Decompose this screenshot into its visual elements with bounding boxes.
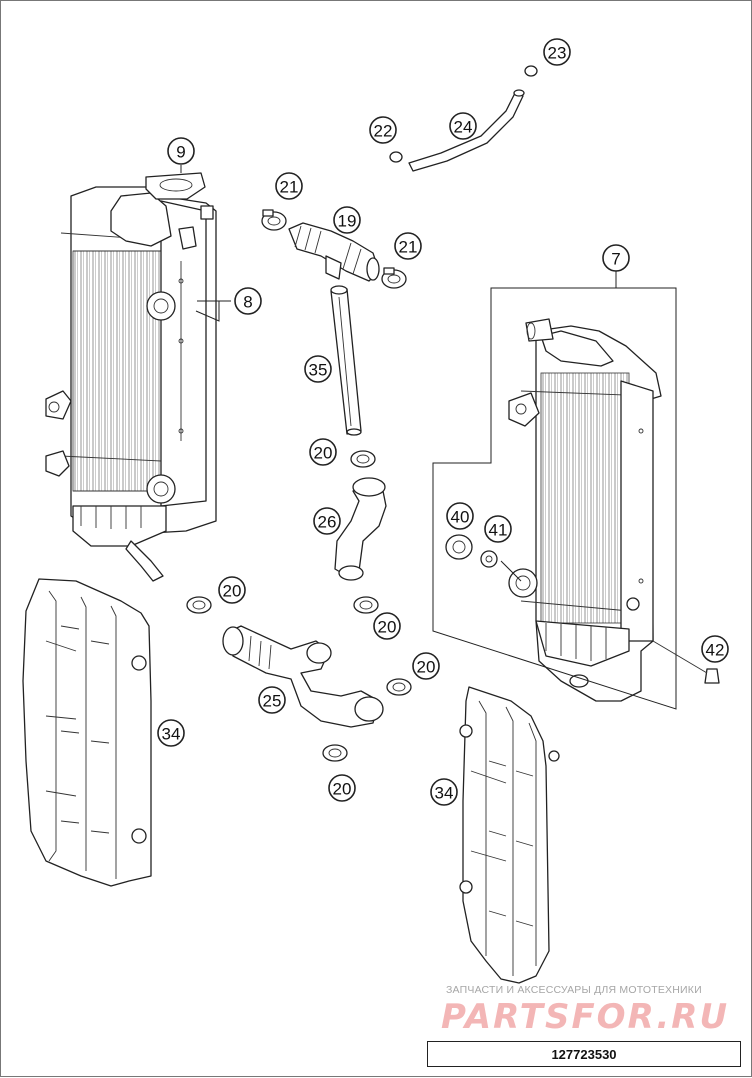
right-radiator: [508, 318, 662, 702]
callout-20-right: 20: [412, 652, 440, 680]
svg-text:20: 20: [333, 780, 352, 799]
callout-40: 40: [446, 502, 474, 530]
callout-41: 41: [484, 515, 512, 543]
svg-text:19: 19: [338, 212, 357, 231]
watermark-logo: PARTSFOR.RU: [441, 997, 730, 1037]
callout-20-left: 20: [218, 576, 246, 604]
svg-text:41: 41: [489, 521, 508, 540]
callout-20-mid: 20: [373, 612, 401, 640]
callout-23: 23: [543, 38, 571, 66]
callout-8: 8: [234, 287, 262, 315]
washer-axis-line: [500, 560, 522, 582]
hose-clamp-22: [389, 151, 403, 163]
callout-20-upper: 20: [309, 438, 337, 466]
left-radiator: [45, 172, 217, 582]
svg-text:34: 34: [162, 725, 181, 744]
hose-35: [330, 285, 362, 436]
hose-splitter-19: [288, 222, 380, 282]
svg-text:35: 35: [309, 361, 328, 380]
callout-35: 35: [304, 355, 332, 383]
svg-text:42: 42: [706, 641, 725, 660]
callout-34-right: 34: [430, 778, 458, 806]
hose-clamp-20-mid: [353, 596, 379, 614]
right-radiator-guard: [459, 686, 560, 984]
washer-41: [480, 550, 498, 568]
grommet-40: [445, 534, 473, 560]
callout-25: 25: [258, 686, 286, 714]
callout-24: 24: [449, 112, 477, 140]
svg-text:20: 20: [314, 444, 333, 463]
hose-clamp-20-bottom: [322, 744, 348, 762]
svg-text:21: 21: [280, 178, 299, 197]
hose-clamp-20-upper: [350, 450, 376, 468]
callout-42: 42: [701, 635, 729, 663]
svg-text:7: 7: [611, 250, 620, 269]
callout-7: 7: [602, 244, 630, 272]
screw-42: [652, 640, 720, 684]
svg-text:25: 25: [263, 692, 282, 711]
svg-text:34: 34: [435, 784, 454, 803]
svg-text:9: 9: [176, 143, 185, 162]
svg-text:21: 21: [399, 238, 418, 257]
bracket-7: [432, 271, 677, 710]
callout-20-bottom: 20: [328, 774, 356, 802]
hose-clamp-20-right: [386, 678, 412, 696]
reference-number-box: 127723530: [427, 1041, 741, 1067]
svg-text:22: 22: [374, 122, 393, 141]
hose-clamp-23: [524, 65, 538, 77]
left-radiator-guard: [22, 578, 152, 887]
callout-21-right: 21: [394, 232, 422, 260]
hose-26: [334, 477, 387, 581]
svg-text:20: 20: [417, 658, 436, 677]
hose-clamp-21-right: [381, 267, 407, 289]
watermark-caption: ЗАПЧАСТИ И АКСЕССУАРЫ ДЛЯ МОТОТЕХНИКИ: [446, 984, 702, 996]
callout-22: 22: [369, 116, 397, 144]
callout-9: 9: [167, 137, 195, 165]
svg-text:26: 26: [318, 513, 337, 532]
callout-19: 19: [333, 206, 361, 234]
hose-clamp-21-left: [261, 209, 287, 231]
callout-21-left: 21: [275, 172, 303, 200]
hose-25: [222, 625, 384, 728]
reference-number: 127723530: [551, 1046, 617, 1062]
hose-clamp-20-left: [186, 596, 212, 614]
leader-8: [195, 300, 220, 322]
svg-text:23: 23: [548, 44, 567, 63]
svg-text:20: 20: [378, 618, 397, 637]
callout-34-left: 34: [157, 719, 185, 747]
svg-text:20: 20: [223, 582, 242, 601]
overflow-hose-24: [408, 89, 525, 172]
svg-text:40: 40: [451, 508, 470, 527]
svg-text:24: 24: [454, 118, 473, 137]
svg-text:8: 8: [243, 293, 252, 312]
callout-26: 26: [313, 507, 341, 535]
